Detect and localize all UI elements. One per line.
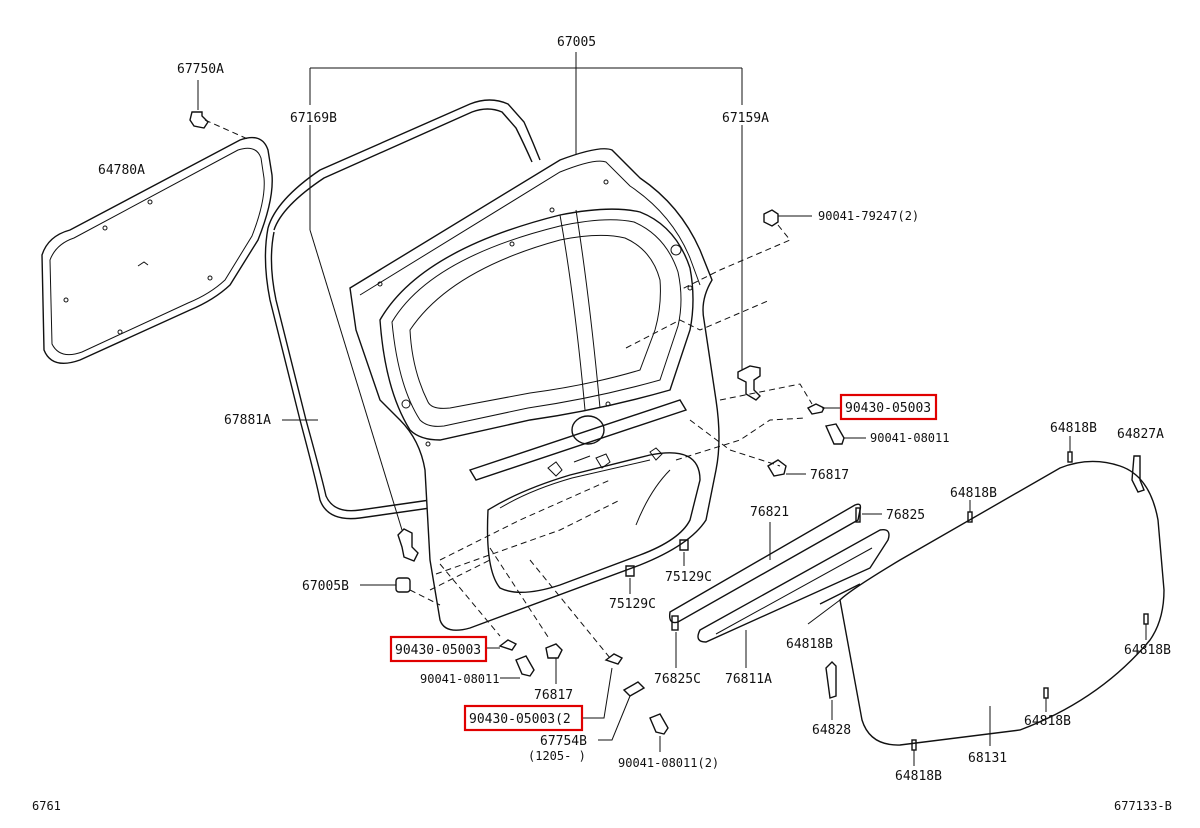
highlight-90430-05003-pair bbox=[463, 704, 584, 732]
label-76811A: 76811A bbox=[725, 672, 772, 687]
label-76825: 76825 bbox=[886, 508, 925, 523]
part-76825-clip bbox=[855, 507, 882, 523]
part-64780A-service-hole-cover bbox=[41, 136, 273, 364]
label-64828: 64828 bbox=[812, 723, 851, 738]
code-left: 6761 bbox=[32, 799, 61, 813]
label-64818B-3: 64818B bbox=[786, 637, 833, 652]
part-76825C-clip bbox=[671, 615, 679, 668]
part-67005B-cushion bbox=[360, 577, 441, 606]
label-64818B-5: 64818B bbox=[1024, 714, 1071, 729]
label-64818B-1: 64818B bbox=[1050, 421, 1097, 436]
label-90041-08011-pair: 90041-08011(2) bbox=[618, 756, 719, 770]
label-75129C-2: 75129C bbox=[609, 597, 656, 612]
part-75129C-clip-b bbox=[625, 565, 635, 594]
part-67005-back-door-panel bbox=[349, 148, 720, 631]
part-67754B-bracket bbox=[598, 681, 646, 741]
label-68131: 68131 bbox=[968, 751, 1007, 766]
part-64828-clip bbox=[825, 661, 837, 720]
label-67005: 67005 bbox=[557, 35, 596, 50]
part-68131-back-glass bbox=[839, 460, 1165, 746]
label-64818B-2: 64818B bbox=[950, 486, 997, 501]
label-76825C: 76825C bbox=[654, 672, 701, 687]
label-76817-left: 76817 bbox=[534, 688, 573, 703]
label-64818B-4: 64818B bbox=[1124, 643, 1171, 658]
code-right: 677133-B bbox=[1114, 799, 1172, 813]
label-1205: (1205- ) bbox=[528, 749, 586, 763]
part-90041-08011-screw-right bbox=[825, 423, 866, 445]
label-75129C-1: 75129C bbox=[665, 570, 712, 585]
label-90041-08011-left: 90041-08011 bbox=[420, 672, 499, 686]
part-76817-clip-left bbox=[545, 643, 563, 684]
part-76811A-garnish bbox=[697, 529, 890, 668]
label-64780A: 64780A bbox=[98, 163, 145, 178]
part-90430-05003-gasket-right bbox=[806, 403, 840, 415]
label-90041-08011-right: 90041-08011 bbox=[870, 431, 949, 445]
label-90041-79247: 90041-79247(2) bbox=[818, 209, 919, 223]
label-67750A: 67750A bbox=[177, 62, 224, 77]
part-64827A-bracket bbox=[1131, 455, 1145, 493]
part-90041-08011-screw-pair bbox=[649, 713, 669, 752]
part-67159A-hinge-right bbox=[737, 365, 761, 401]
part-64818B-clips bbox=[807, 436, 1149, 766]
part-90430-05003-gasket-left bbox=[486, 639, 518, 651]
label-90430-05003-right: 90430-05003 bbox=[845, 401, 931, 416]
label-76817-right: 76817 bbox=[810, 468, 849, 483]
label-64827A: 64827A bbox=[1117, 427, 1164, 442]
label-90430-05003-pair: 90430-05003(2 bbox=[469, 712, 571, 727]
part-76821-garnish bbox=[668, 503, 862, 624]
highlight-90430-05003-right bbox=[839, 393, 938, 421]
part-67169B-hinge-left bbox=[309, 229, 419, 562]
part-67881A-weatherstrip bbox=[264, 99, 541, 520]
label-67754B: 67754B bbox=[540, 734, 587, 749]
label-67881A: 67881A bbox=[224, 413, 271, 428]
part-90041-79247-bolt bbox=[679, 209, 812, 291]
highlight-90430-05003-left bbox=[389, 635, 488, 663]
label-67005B: 67005B bbox=[302, 579, 349, 594]
label-64818B-6: 64818B bbox=[895, 769, 942, 784]
part-76817-clip-right bbox=[767, 459, 806, 477]
part-90041-08011-screw-left bbox=[500, 655, 535, 679]
part-75129C-clip-a bbox=[679, 539, 689, 566]
label-90430-05003-left: 90430-05003 bbox=[395, 643, 481, 658]
part-67750A-clip bbox=[189, 80, 251, 141]
label-76821: 76821 bbox=[750, 505, 789, 520]
label-67169B: 67169B bbox=[290, 111, 337, 126]
part-90430-05003-gasket-pair bbox=[582, 653, 624, 719]
label-67159A: 67159A bbox=[722, 111, 769, 126]
